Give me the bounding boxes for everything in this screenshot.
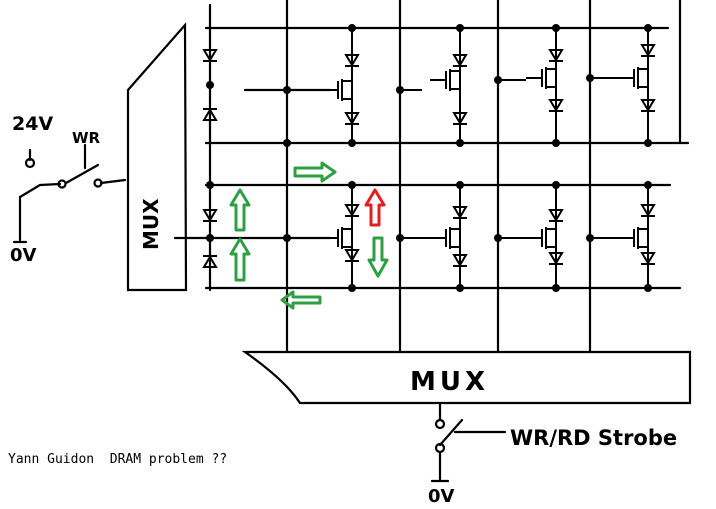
supply-label: 24V	[12, 113, 53, 135]
bottom-mux	[241, 350, 692, 483]
left-mux	[126, 22, 188, 292]
junction-dots	[206, 24, 652, 292]
strobe-label: WR/RD Strobe	[510, 426, 677, 450]
ground-bottom-label: 0V	[428, 486, 455, 507]
left-mux-label: MUX	[139, 198, 163, 250]
write-switch-circuit	[12, 143, 127, 244]
caption: Yann Guidon DRAM problem ??	[8, 452, 228, 467]
arrow-icon	[229, 161, 389, 310]
mosfet-icon	[321, 66, 649, 250]
problem-arrow-icon	[364, 188, 386, 227]
bit-lines	[208, 0, 682, 354]
ground-left-label: 0V	[10, 245, 37, 266]
write-switch-label: WR	[72, 129, 101, 147]
cell-columns	[351, 28, 649, 288]
word-lines	[173, 26, 690, 290]
bottom-mux-label: MUX	[410, 367, 489, 397]
